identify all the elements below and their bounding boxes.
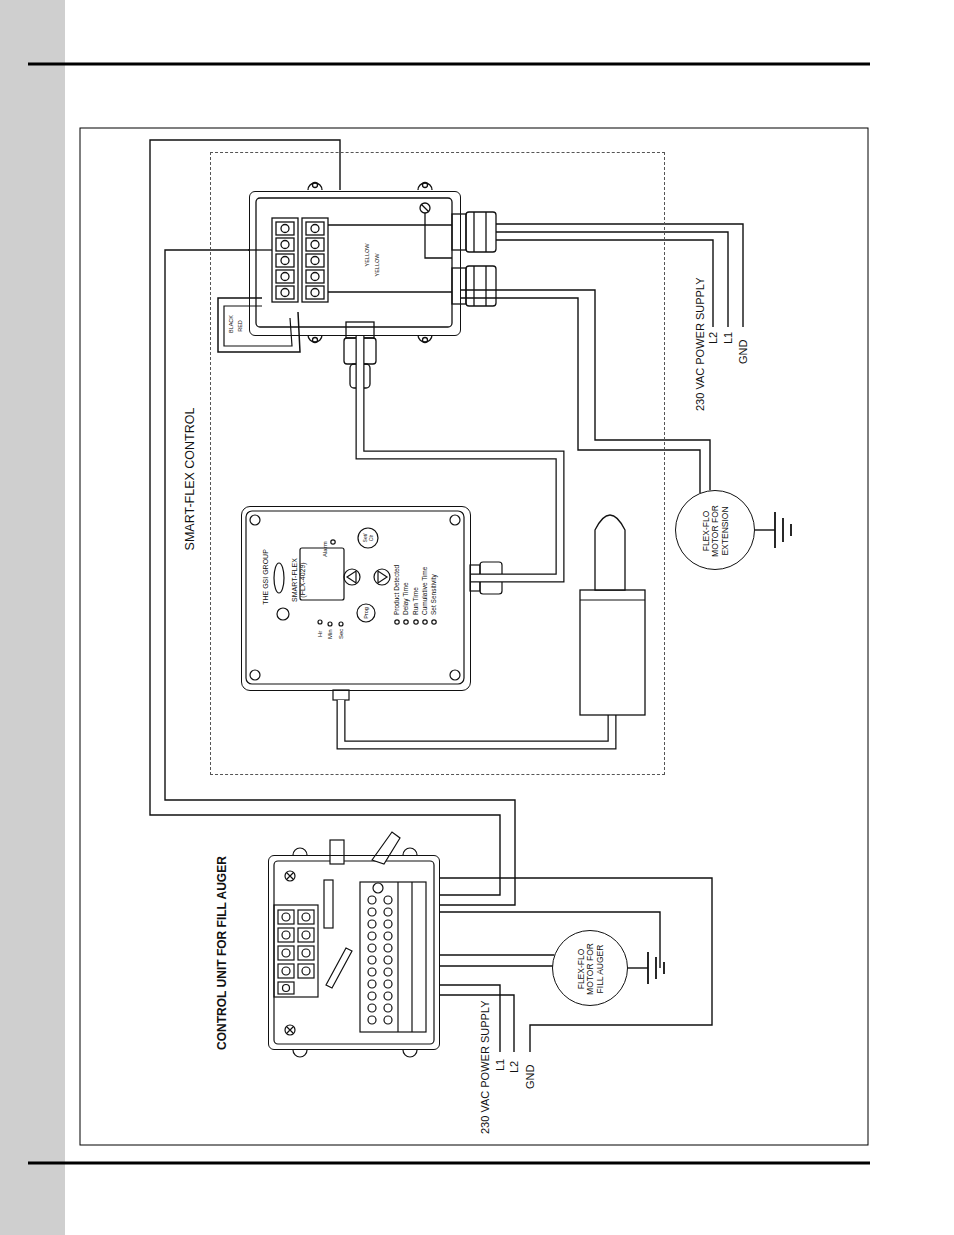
panel-label: Set Sensitivity xyxy=(430,573,437,616)
sensor-probe xyxy=(341,515,645,745)
dashed-region: SMART-FLEX CONTROLTHE GSI GROUPSMART-FLE… xyxy=(210,152,665,775)
supply-label: 230 VAC POWER SUPPLY xyxy=(694,277,706,412)
panel-label: Sec xyxy=(338,628,345,640)
supply-label: L1 xyxy=(722,331,734,345)
box-heading: SMART-FLEX CONTROL xyxy=(184,408,198,551)
supply-label: L1 xyxy=(494,1058,506,1072)
control-wires xyxy=(150,140,712,1052)
side-bar xyxy=(0,0,65,1235)
control-unit: CONTROL UNIT FOR FILL AUGER xyxy=(268,855,440,1050)
wire-color-label: YELLOW xyxy=(374,253,380,278)
motor-circle: FLEX-FLO MOTOR FOR FILL AUGER xyxy=(552,930,628,1006)
control-unit-detail xyxy=(274,832,434,1057)
figure-frame xyxy=(80,128,868,1145)
panel-label: Delay Time xyxy=(402,581,409,616)
top-rule xyxy=(28,63,870,66)
box-heading: SMART-FLEX (FLX-4029) xyxy=(291,555,306,605)
supply-label: L2 xyxy=(508,1060,520,1074)
sensor-cable xyxy=(360,336,560,578)
wire xyxy=(165,250,515,905)
panel-label: Prog xyxy=(363,606,369,620)
supply-label: 230 VAC POWER SUPPLY xyxy=(479,1000,491,1135)
box-heading: THE GSI GROUP xyxy=(262,549,270,605)
bottom-rule xyxy=(28,1162,870,1165)
panel-label: Set/ Clr xyxy=(363,531,374,546)
box-heading: CONTROL UNIT FOR FILL AUGER xyxy=(216,856,229,1050)
motor-label: FLEX-FLO MOTOR FOR EXTENSION xyxy=(702,500,730,562)
panel-label: Cumulative Time xyxy=(421,566,428,616)
panel-label: Run Time xyxy=(412,586,419,616)
panel-label: Product Detected xyxy=(393,564,400,616)
junction-box: BLACKREDYELLOWYELLOW xyxy=(249,191,461,336)
motor-label: FLEX-FLO MOTOR FOR FILL AUGER xyxy=(577,940,605,998)
motor-circle: FLEX-FLO MOTOR FOR EXTENSION xyxy=(675,490,755,570)
supply-label: L2 xyxy=(707,331,719,345)
panel-label: Alarm xyxy=(322,540,329,558)
wire-color-label: YELLOW xyxy=(364,243,370,268)
wire-color-label: RED xyxy=(237,319,243,333)
panel-label: Hr xyxy=(317,630,324,638)
panel-label: Min xyxy=(327,628,334,640)
wire-color-label: BLACK xyxy=(228,314,234,334)
cable-core xyxy=(360,336,560,578)
supply-label: GND xyxy=(524,1064,536,1090)
wire xyxy=(440,954,554,955)
smart-flex-module-detail xyxy=(246,511,502,700)
wire xyxy=(461,290,710,490)
supply-label: GND xyxy=(737,339,749,365)
